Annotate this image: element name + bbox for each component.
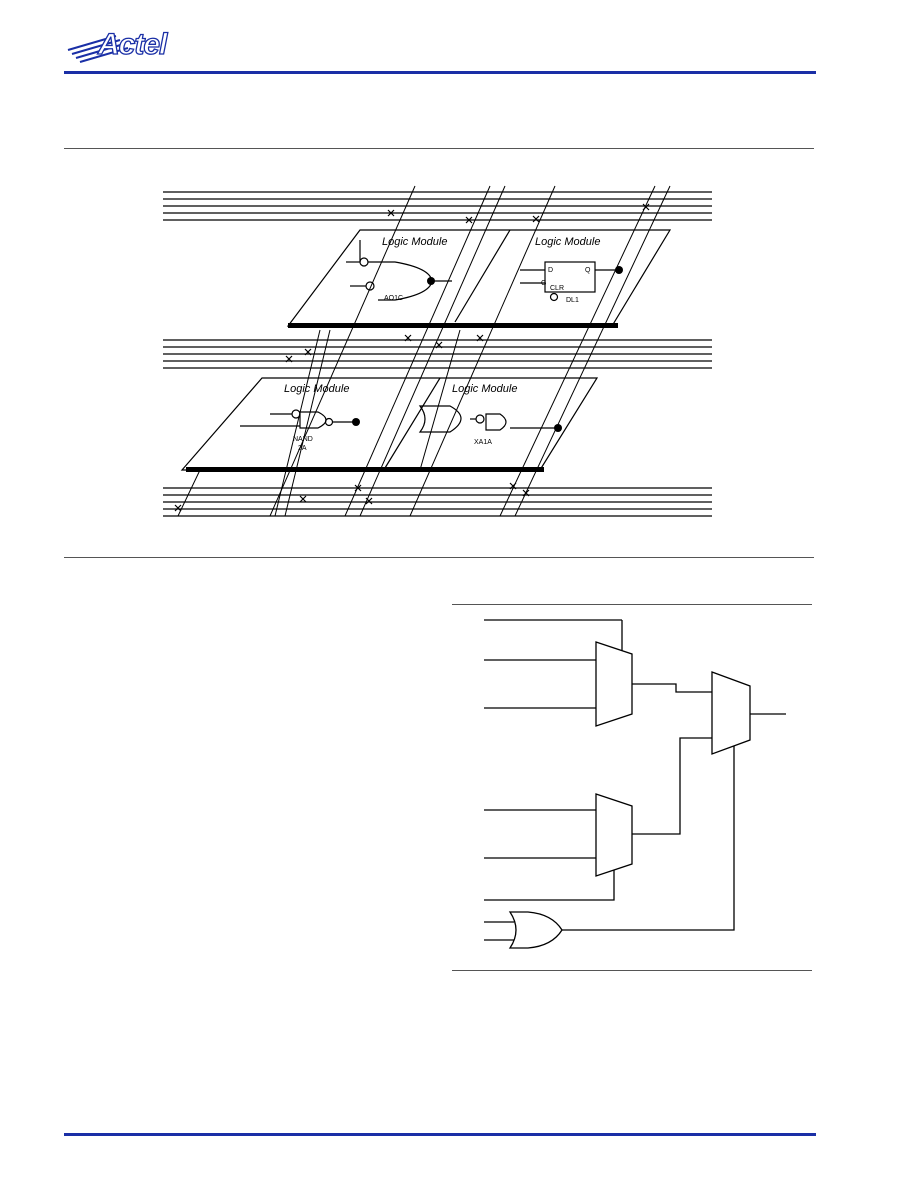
- header-rule: [64, 71, 816, 74]
- upper-plate-bus-bar: [288, 323, 618, 328]
- lower-plate-bus-bar: [186, 467, 544, 472]
- horizontal-channel-bottom: [163, 487, 712, 517]
- mux-3: [711, 671, 751, 755]
- ff-pin-label: Q: [585, 267, 591, 274]
- module-title: Logic Module: [535, 236, 600, 248]
- ff-pin-label: D: [548, 267, 553, 274]
- output-node: [615, 266, 623, 274]
- gate-label: XA1A: [474, 439, 492, 446]
- gate-label: AO1C: [384, 295, 403, 302]
- module-title: Logic Module: [452, 383, 517, 395]
- figure1-bottom-rule: [64, 557, 814, 558]
- figure1-top-rule: [64, 148, 814, 149]
- footer-rule: [64, 1133, 816, 1136]
- gate-label: NAND: [293, 436, 313, 443]
- module-title: Logic Module: [284, 383, 349, 395]
- actel-logo: Actel: [58, 26, 188, 66]
- gate-label: DL1: [566, 297, 579, 304]
- figure2-bottom-rule: [452, 970, 812, 971]
- routing-figure: Logic Module Logic Module Logic Module L…: [163, 185, 712, 517]
- vertical-tracks: [177, 185, 671, 517]
- module-title: Logic Module: [382, 236, 447, 248]
- logo-swoosh-icon: [67, 35, 129, 63]
- mux-1: [595, 641, 633, 727]
- output-node: [554, 424, 562, 432]
- horizontal-channel-top: [163, 191, 712, 221]
- output-node: [427, 277, 435, 285]
- gate-label: 2A: [298, 445, 307, 452]
- or-gate: [508, 911, 563, 949]
- logo-text: Actel: [97, 27, 168, 61]
- ff-pin-label: CLR: [550, 285, 564, 292]
- figure2-top-rule: [452, 604, 812, 605]
- ff-pin-label: G: [541, 280, 546, 287]
- mux-figure: [484, 619, 786, 949]
- antifuse-marks: [174, 203, 650, 512]
- output-node: [352, 418, 360, 426]
- mux-2: [595, 793, 633, 877]
